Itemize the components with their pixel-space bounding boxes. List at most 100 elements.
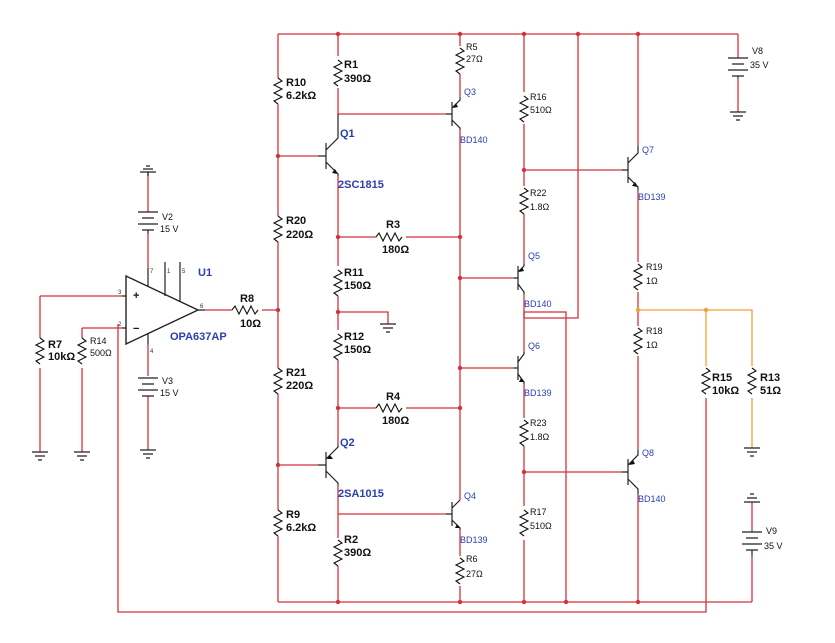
resistor-r16-symbol — [518, 95, 530, 123]
q5-ref: Q5 — [528, 251, 540, 261]
r6-value: 27Ω — [466, 569, 483, 579]
transistor-q8-symbol — [622, 450, 639, 494]
v3-value: 15 V — [160, 388, 179, 398]
q4-model: BD139 — [460, 535, 488, 545]
q7-ref: Q7 — [642, 145, 654, 155]
r3-value: 180Ω — [382, 244, 409, 256]
v8-value: 35 V — [750, 60, 769, 70]
r19-ref: R19 — [646, 262, 663, 272]
opamp-plus-symbol: + — [133, 290, 139, 302]
r18-value: 1Ω — [646, 340, 658, 350]
q1-ref: Q1 — [340, 128, 355, 140]
r3-ref: R3 — [386, 219, 400, 231]
r1-value: 390Ω — [344, 73, 371, 85]
opamp-u1-symbol — [122, 262, 205, 346]
r4-value: 180Ω — [382, 415, 409, 427]
resistor-r19-symbol — [632, 263, 644, 291]
transistor-symbols — [318, 98, 639, 530]
ground-r13-icon — [744, 447, 760, 457]
resistor-r23-symbol — [518, 419, 530, 447]
transistor-q3-symbol — [446, 98, 461, 130]
r12-ref: R12 — [344, 331, 364, 343]
resistor-r10-symbol — [272, 77, 284, 105]
q8-model: BD140 — [638, 494, 666, 504]
resistor-r14-symbol — [76, 337, 88, 365]
q7-model: BD139 — [638, 192, 666, 202]
ground-v3-icon — [140, 449, 156, 459]
junctions — [275, 31, 709, 605]
r17-ref: R17 — [530, 507, 547, 517]
transistor-q6-symbol — [514, 352, 525, 384]
r15-value: 10kΩ — [712, 385, 739, 397]
q2-ref: Q2 — [340, 437, 355, 449]
r16-ref: R16 — [530, 92, 547, 102]
r7-ref: R7 — [48, 339, 62, 351]
r4-ref: R4 — [386, 391, 401, 403]
ground-v2-icon — [140, 165, 156, 176]
resistor-r11-symbol — [332, 269, 344, 297]
q2-model: 2SA1015 — [338, 488, 384, 500]
resistor-r7-symbol — [34, 337, 46, 365]
q3-ref: Q3 — [464, 87, 476, 97]
q6-ref: Q6 — [528, 341, 540, 351]
u1-pin-3: 3 — [118, 290, 122, 296]
v3-ref: V3 — [162, 376, 173, 386]
r9-ref: R9 — [286, 509, 300, 521]
u1-ref: U1 — [198, 267, 212, 279]
resistor-r22-symbol — [518, 187, 530, 215]
r23-value: 1.8Ω — [530, 432, 550, 442]
resistor-r15-symbol — [700, 367, 712, 395]
output-wires — [638, 309, 753, 448]
u1-pin-7: 7 — [150, 269, 154, 275]
r13-ref: R13 — [760, 372, 780, 384]
transistor-q5-symbol — [514, 264, 525, 294]
v2-ref: V2 — [162, 212, 173, 222]
ground-symbols — [32, 111, 760, 503]
v9-ref: V9 — [766, 526, 777, 536]
battery-v8-symbol — [728, 57, 748, 78]
r8-value: 10Ω — [240, 318, 261, 330]
r7-value: 10kΩ — [48, 351, 75, 363]
r13-value: 51Ω — [760, 385, 781, 397]
q6-model: BD139 — [524, 388, 552, 398]
r20-value: 220Ω — [286, 229, 313, 241]
labels: R10 6.2kΩ R20 220Ω R21 220Ω R9 6.2kΩ R1 … — [48, 42, 783, 579]
r20-ref: R20 — [286, 215, 306, 227]
u1-pin-2: 2 — [118, 322, 122, 328]
resistor-r13-symbol — [746, 367, 758, 395]
r21-value: 220Ω — [286, 380, 313, 392]
q4-ref: Q4 — [464, 491, 476, 501]
resistor-r20-symbol — [272, 215, 284, 243]
r21-ref: R21 — [286, 367, 306, 379]
u1-model: OPA637AP — [170, 331, 227, 343]
ground-v8-icon — [730, 111, 746, 121]
batteries — [138, 57, 762, 556]
r6-ref: R6 — [466, 554, 478, 564]
wires — [39, 33, 753, 613]
r5-value: 27Ω — [466, 54, 483, 64]
resistor-r5-symbol — [454, 47, 466, 75]
r8-ref: R8 — [240, 293, 254, 305]
r10-ref: R10 — [286, 77, 306, 89]
ground-v9-icon — [744, 493, 760, 503]
r2-value: 390Ω — [344, 547, 371, 559]
r17-value: 510Ω — [530, 521, 552, 531]
q5-model: BD140 — [524, 299, 552, 309]
transistor-q4-symbol — [446, 499, 461, 530]
resistor-symbols — [34, 47, 758, 585]
resistor-r1-symbol — [332, 59, 344, 87]
r23-ref: R23 — [530, 418, 547, 428]
q1-model: 2SC1815 — [338, 179, 384, 191]
r14-value: 500Ω — [90, 348, 112, 358]
r11-ref: R11 — [344, 267, 364, 279]
v2-value: 15 V — [160, 224, 179, 234]
r10-value: 6.2kΩ — [286, 90, 316, 102]
resistor-r21-symbol — [272, 367, 284, 395]
r22-value: 1.8Ω — [530, 202, 550, 212]
resistor-r9-symbol — [272, 509, 284, 537]
resistor-r12-symbol — [332, 333, 344, 361]
ground-mid-icon — [380, 323, 396, 333]
resistor-r17-symbol — [518, 509, 530, 537]
v8-ref: V8 — [752, 46, 763, 56]
